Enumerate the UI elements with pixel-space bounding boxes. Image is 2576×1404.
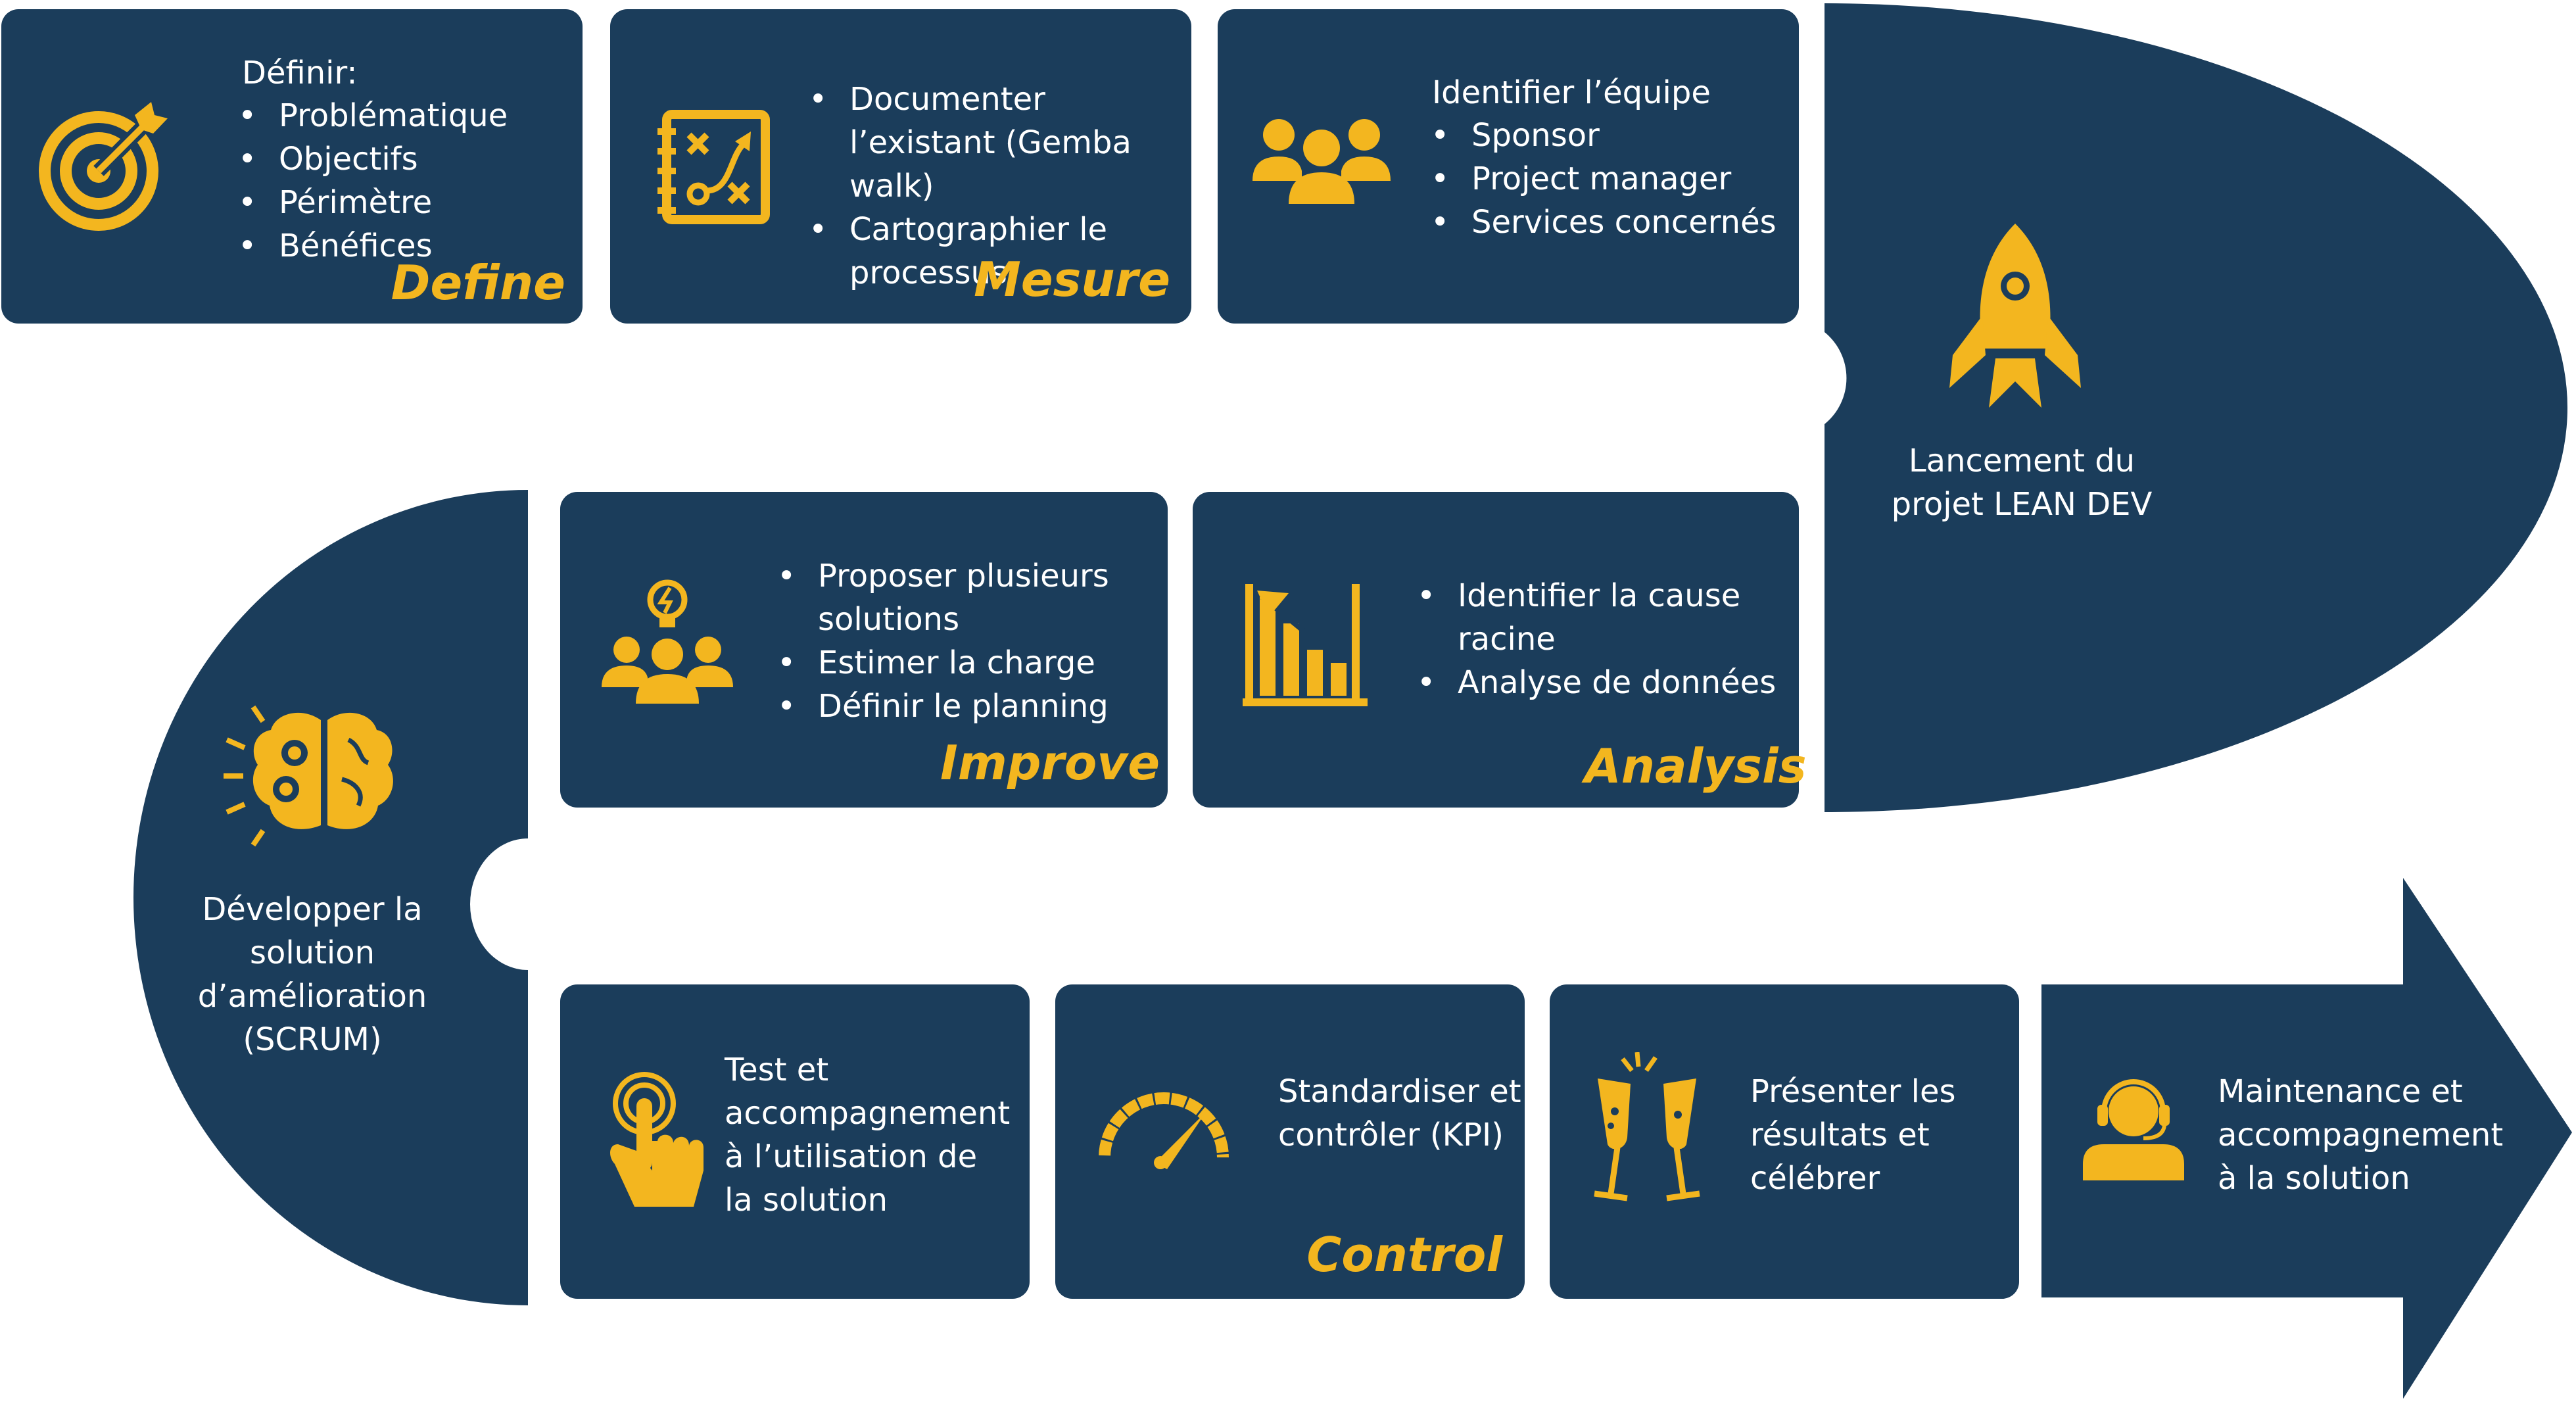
idea-team-icon [602, 579, 733, 704]
developper-line1: Développer la [202, 891, 423, 928]
mesure-bullet: Documenter l’existant (Gemba walk) [809, 78, 1177, 208]
improve-bullets: Proposer plusieurs solutions Estimer la … [777, 554, 1145, 728]
define-heading: Définir: [242, 55, 358, 91]
equipe-bullet: Project manager [1431, 157, 1799, 201]
improve-bullet: Estimer la charge [777, 641, 1145, 685]
equipe-bullet: Services concernés [1431, 201, 1799, 244]
define-bullet: Problématique [238, 94, 567, 137]
target-icon [39, 102, 168, 231]
equipe-bullet: Sponsor [1431, 114, 1799, 157]
final-arrow [2041, 878, 2572, 1399]
analysis-bullets: Identifier la cause racine Analyse de do… [1417, 574, 1785, 704]
stage-label-mesure: Mesure [974, 252, 1170, 307]
define-bullet: Périmètre [238, 181, 567, 224]
celebrer-text: Présenter les résultats et célébrer [1750, 1073, 1956, 1197]
define-bullet: Bénéfices [238, 224, 567, 268]
stage-label-control: Control [1306, 1227, 1502, 1282]
bar-chart-icon [1243, 584, 1368, 706]
support-agent-icon [2083, 1079, 2184, 1180]
gauge-icon [1098, 1092, 1229, 1169]
control-text: Standardiser et contrôler (KPI) [1278, 1073, 1521, 1153]
left-uturn [133, 490, 528, 1305]
mesure-bullets: Documenter l’existant (Gemba walk) Carto… [809, 78, 1177, 295]
touch-icon [610, 1072, 704, 1207]
define-bullet: Objectifs [238, 137, 567, 181]
team-icon [1252, 119, 1391, 204]
developper-line4: (SCRUM) [243, 1021, 382, 1058]
lancement-line2: projet LEAN DEV [1891, 486, 2153, 523]
improve-bullet: Proposer plusieurs solutions [777, 554, 1145, 641]
analysis-bullet: Analyse de données [1417, 661, 1785, 704]
champagne-icon [1594, 1052, 1700, 1201]
right-uturn [1825, 3, 2567, 812]
improve-bullet: Définir le planning [777, 685, 1145, 728]
stage-label-improve: Improve [940, 735, 1160, 790]
analysis-bullet: Identifier la cause racine [1417, 574, 1785, 661]
celebrer-box [1550, 984, 2019, 1299]
lancement-line1: Lancement du [1908, 443, 2135, 479]
strategy-board-icon [657, 110, 770, 224]
define-bullets: Problématique Objectifs Périmètre Bénéfi… [238, 94, 567, 268]
brain-icon [224, 705, 393, 847]
mesure-bullet: Cartographier le processus [809, 208, 1177, 295]
equipe-heading: Identifier l’équipe [1432, 74, 1711, 111]
maintenance-text: Maintenance et accompagnement à la solut… [2218, 1073, 2504, 1197]
stage-label-analysis: Analysis [1585, 738, 1807, 794]
control-box [1055, 984, 1525, 1299]
developper-line2: solution [249, 934, 375, 971]
equipe-bullets: Sponsor Project manager Services concern… [1431, 114, 1799, 244]
developper-line3: d’amélioration [197, 978, 427, 1015]
test-text: Test et accompagnement à l’utilisation d… [725, 1052, 1011, 1219]
stage-label-define: Define [391, 255, 565, 310]
rocket-icon [1949, 224, 2081, 408]
